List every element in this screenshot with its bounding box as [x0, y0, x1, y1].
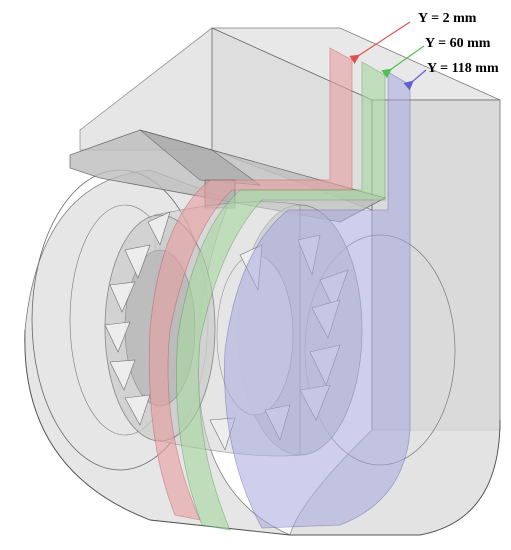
plane-label-y118: Y = 118 mm — [427, 61, 499, 76]
arrow-green — [381, 45, 425, 79]
label-arrows — [349, 21, 427, 91]
volute-bottom — [24, 329, 501, 536]
plane-green — [176, 61, 386, 531]
blade — [124, 244, 151, 279]
arrow-red — [349, 21, 411, 64]
plane-blue — [224, 71, 411, 529]
blade — [109, 359, 136, 391]
plane-label-y2: Y = 2 mm — [418, 11, 477, 26]
cutting-planes — [148, 47, 411, 531]
blade — [124, 394, 151, 426]
plane-red — [148, 47, 353, 521]
arrow-blue — [403, 69, 427, 91]
blade — [104, 321, 131, 353]
plane-label-y60: Y = 60 mm — [425, 36, 491, 51]
blade — [109, 281, 136, 313]
blade — [147, 211, 171, 246]
